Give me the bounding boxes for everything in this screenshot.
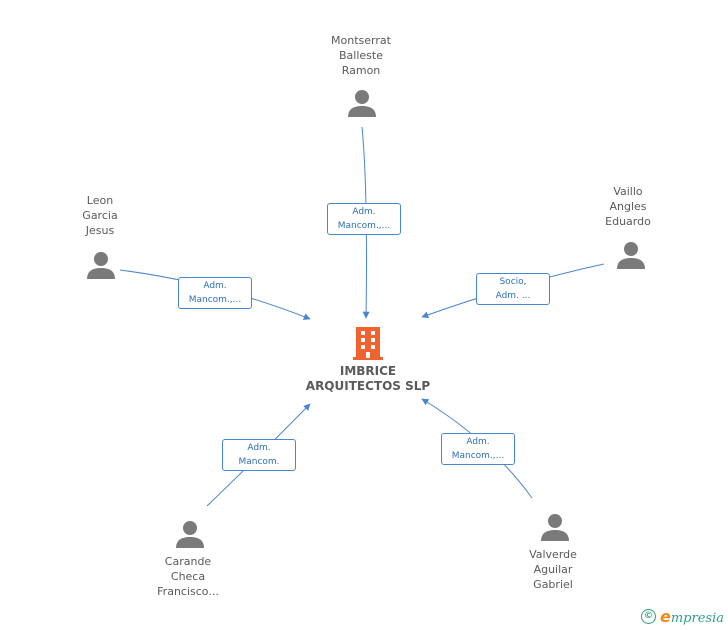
building-icon[interactable]	[352, 325, 384, 361]
copyright-icon: ©	[641, 609, 656, 624]
person-name-carande[interactable]: Carande Checa Francisco...	[157, 555, 219, 598]
person-name-vaillo[interactable]: Vaillo Angles Eduardo	[605, 185, 651, 228]
person-icon[interactable]	[540, 512, 570, 542]
person-icon[interactable]	[86, 250, 116, 280]
brand-logo: empresia	[660, 607, 724, 626]
person-name-montserrat[interactable]: Montserrat Balleste Ramon	[331, 34, 391, 77]
role-box-montserrat[interactable]: Adm. Mancom.,...	[327, 203, 401, 235]
brand-logo-text: mpresia	[670, 611, 724, 626]
brand-footer[interactable]: © empresia	[641, 607, 724, 626]
person-icon[interactable]	[347, 88, 377, 118]
role-box-valverde[interactable]: Adm. Mancom.,...	[441, 433, 515, 465]
person-icon[interactable]	[175, 519, 205, 549]
role-box-carande[interactable]: Adm. Mancom.	[222, 439, 296, 471]
brand-logo-e: e	[660, 607, 671, 626]
person-name-valverde[interactable]: Valverde Aguilar Gabriel	[529, 548, 577, 591]
person-name-leon[interactable]: Leon Garcia Jesus	[82, 194, 118, 237]
role-box-vaillo[interactable]: Socio, Adm. ...	[476, 273, 550, 305]
person-icon[interactable]	[616, 240, 646, 270]
company-name[interactable]: IMBRICE ARQUITECTOS SLP	[305, 364, 431, 393]
role-box-leon[interactable]: Adm. Mancom.,...	[178, 277, 252, 309]
